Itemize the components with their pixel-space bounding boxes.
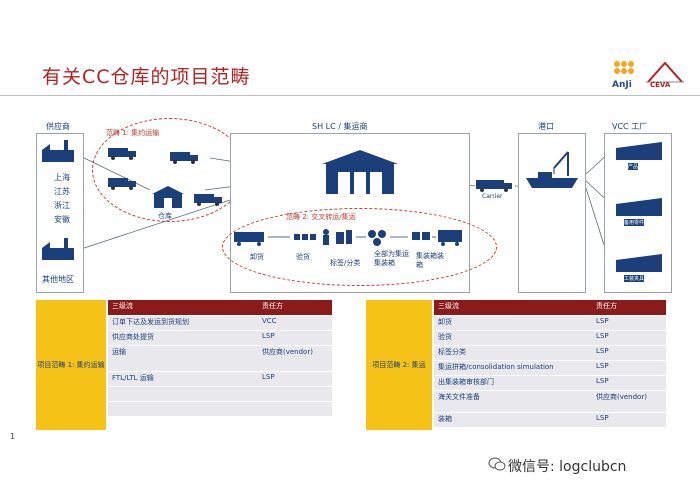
ship-crane-icon — [526, 151, 578, 188]
owner-cell — [258, 386, 332, 402]
step-unload: 卸货 — [250, 253, 264, 261]
vcc-sublabel-product: 产品 — [628, 163, 639, 170]
small-warehouse-icon — [152, 186, 184, 208]
region-jiangsu: 江苏 — [54, 187, 70, 196]
vcc-title: VCC 工厂 — [612, 122, 648, 131]
step-container-load-text: 集装箱装箱 — [416, 252, 444, 269]
truck-icon — [108, 148, 136, 160]
owner-cell: LSP — [592, 315, 666, 331]
truck-icon — [194, 194, 222, 206]
truck-icon — [108, 178, 136, 190]
region-shanghai: 上海 — [54, 173, 70, 182]
process-steps-icons — [234, 229, 462, 246]
header-owner: 责任方 — [258, 300, 332, 316]
plant-building-icon — [616, 142, 662, 160]
anji-logo-icon — [614, 61, 634, 74]
wechat-icon — [488, 457, 506, 471]
page-number: 1 — [10, 432, 16, 441]
step-container-load: 集装箱装箱 — [416, 252, 444, 270]
slide-title: 有关CC仓库的项目范畴 — [42, 66, 251, 88]
step-label-sort: 标签/分类 — [330, 259, 361, 267]
factory-icon — [42, 140, 74, 162]
table-row — [108, 401, 332, 417]
owner-cell: LSP — [592, 412, 666, 428]
process-cell — [108, 401, 258, 417]
process-cell: 装箱 — [434, 412, 592, 428]
plant-building-icon — [616, 198, 662, 216]
owner-cell: LSP — [258, 330, 332, 346]
scope2-title: 范畴 2: 交叉转运/集运 — [286, 213, 356, 221]
scope2-side-label: 项目范畴 2: 集运 — [366, 300, 432, 430]
wechat-watermark: 微信号: logclubcn — [508, 459, 627, 475]
step-consolidate: 全部为集运集装箱 — [374, 250, 410, 268]
region-other: 其他地区 — [42, 275, 74, 284]
port-panel — [518, 133, 586, 293]
process-cell: 卸货 — [434, 315, 592, 331]
vcc-sublabel-tooling: 工装夹具 — [624, 275, 645, 282]
owner-cell: LSP — [592, 330, 666, 346]
process-cell: 出集装箱审核部门 — [434, 375, 592, 391]
anji-logo-text: AnJi — [612, 80, 632, 90]
process-cell: 运输 — [108, 345, 258, 372]
process-cell: 订单下达及发运到货规划 — [108, 315, 258, 331]
plant-building-icon — [616, 254, 662, 272]
header-owner: 责任方 — [592, 300, 666, 316]
table-row — [108, 386, 332, 402]
owner-cell: LSP — [592, 375, 666, 391]
table-header-row: 三级流 责任方 — [108, 300, 332, 316]
table-header-row: 三级流 责任方 — [434, 300, 666, 316]
title-divider — [0, 95, 700, 96]
warehouse-label: 仓库 — [158, 212, 172, 220]
vcc-sublabel-spare-parts: 备用零件 — [624, 219, 645, 226]
step-consolidate-text: 全部为集运集装箱 — [374, 250, 409, 267]
header-process: 三级流 — [434, 300, 592, 316]
table-row: 运输供应商(vendor) — [108, 345, 332, 372]
owner-cell — [258, 401, 332, 417]
scope2-outline — [222, 208, 497, 286]
owner-cell: LSP — [258, 371, 332, 387]
central-warehouse-icon — [322, 150, 398, 194]
process-cell: 海关文件准备 — [434, 390, 592, 413]
owner-cell: 供应商(vendor) — [592, 390, 666, 413]
shlc-title: SH LC / 集运商 — [312, 122, 368, 131]
supplier-header: 供应商 — [46, 122, 70, 131]
owner-cell: LSP — [592, 345, 666, 361]
region-zhejiang: 浙江 — [54, 201, 70, 210]
owner-cell: 供应商(vendor) — [258, 345, 332, 372]
factory-icon — [42, 238, 74, 260]
process-cell — [108, 386, 258, 402]
process-cell: 集运拼箱/consolidation simulation — [434, 360, 592, 376]
process-cell: FTL/LTL 运输 — [108, 371, 258, 387]
region-anhui: 安徽 — [54, 215, 70, 224]
step-inspect: 验货 — [296, 253, 310, 261]
process-cell: 供应商处提货 — [108, 330, 258, 346]
truck-icon — [170, 152, 198, 164]
process-cell: 验货 — [434, 330, 592, 346]
owner-cell: LSP — [592, 360, 666, 376]
process-cell: 标签分类 — [434, 345, 592, 361]
scope1-title: 范畴 1: 集约运输 — [106, 129, 160, 137]
ceva-logo-icon — [646, 61, 684, 83]
container-truck-icon — [476, 180, 512, 192]
table-row: 海关文件准备供应商(vendor) — [434, 390, 666, 413]
carrier-label: Carrier — [482, 193, 503, 200]
header-process: 三级流 — [108, 300, 258, 316]
owner-cell: VCC — [258, 315, 332, 331]
ceva-logo-text: CEVA — [650, 81, 671, 89]
port-title: 港口 — [538, 122, 554, 131]
scope1-side-label: 项目范畴 1: 集约运输 — [36, 300, 106, 430]
